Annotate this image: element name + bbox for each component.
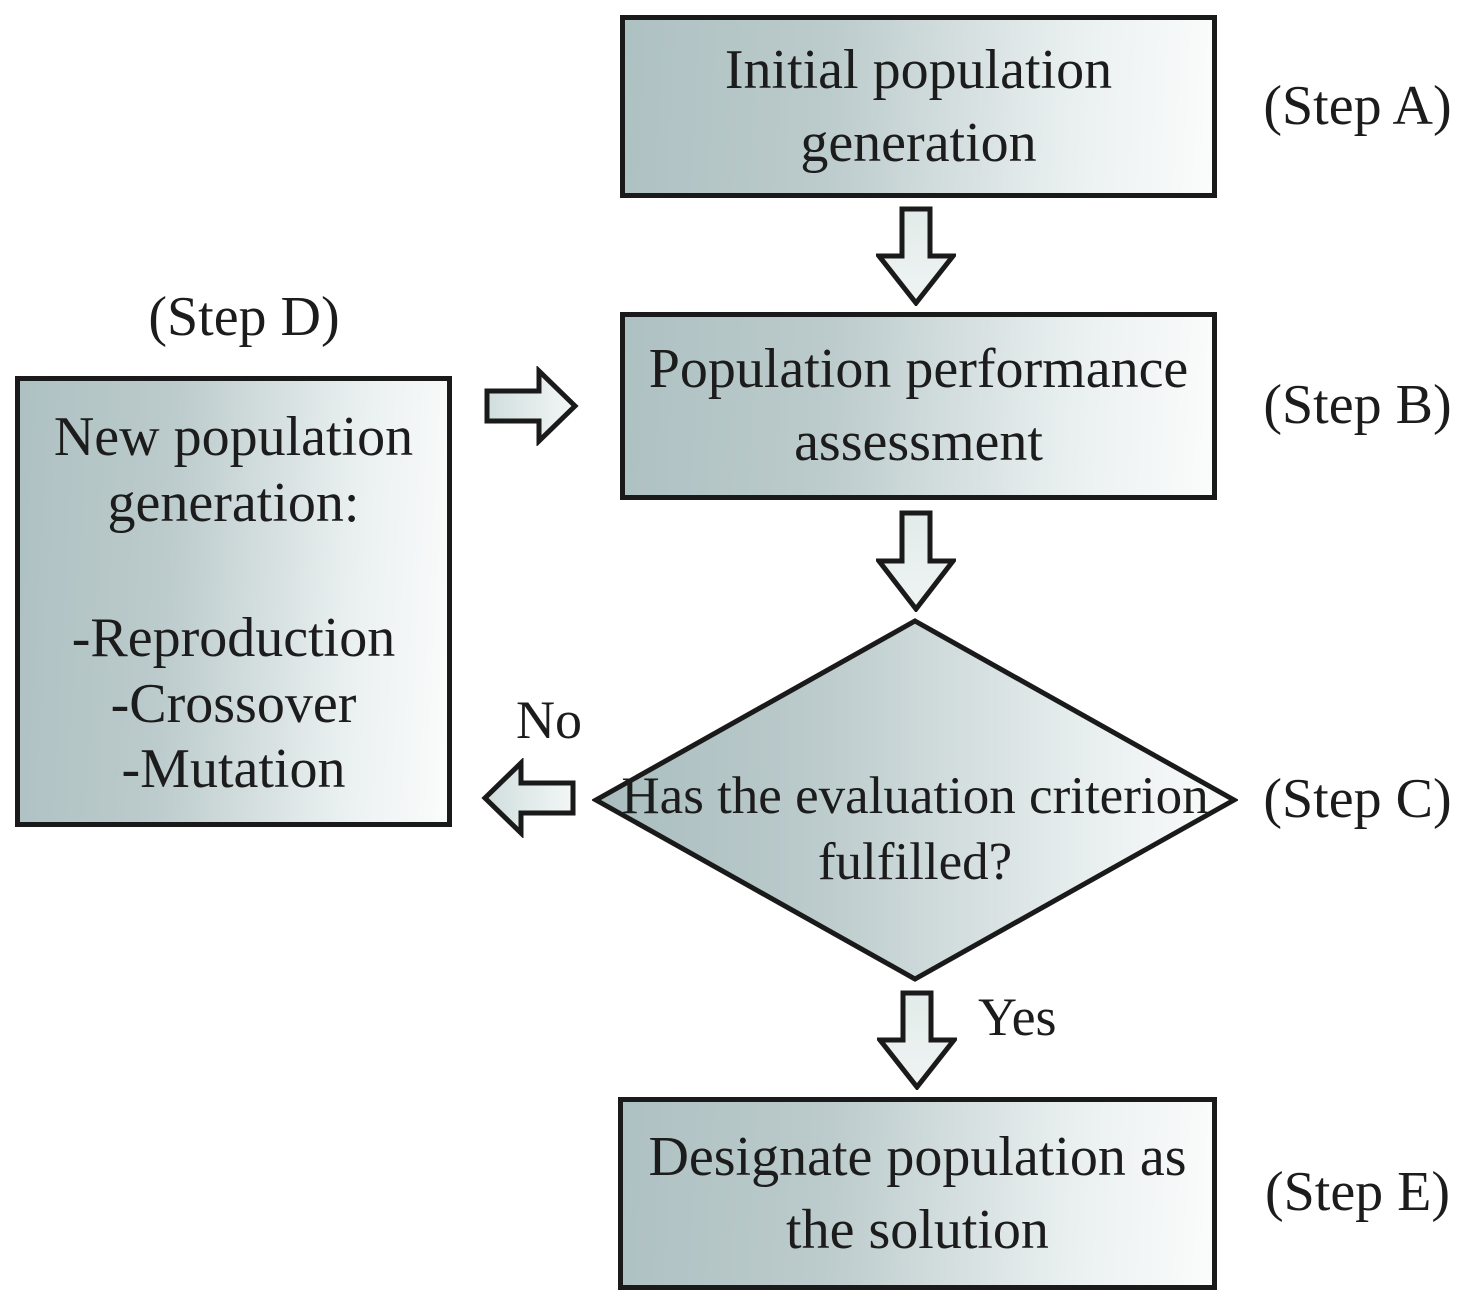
node-step-e-label: Designate population as the solution bbox=[648, 1125, 1187, 1261]
node-step-d-item: -Reproduction bbox=[71, 607, 396, 670]
node-step-e: Designate population as the solution bbox=[618, 1097, 1217, 1290]
step-a-tag: (Step A) bbox=[1263, 75, 1452, 137]
decision-step-c-label-line2: fulfilled? bbox=[817, 833, 1013, 891]
node-step-a-label: Initial population generation bbox=[724, 38, 1113, 174]
step-b-tag: (Step B) bbox=[1263, 374, 1452, 436]
node-step-d-items: -Reproduction -Crossover -Mutation bbox=[72, 606, 395, 803]
down-arrow-icon-a-to-b bbox=[876, 206, 956, 306]
node-step-d-title: New population generation: bbox=[53, 406, 414, 534]
step-d-tag: (Step D) bbox=[148, 286, 340, 348]
node-step-d-item: -Mutation bbox=[121, 738, 346, 801]
node-step-b-label: Population performance assessment bbox=[648, 338, 1189, 473]
node-step-b: Population performance assessment bbox=[620, 312, 1217, 500]
node-step-d-item: -Crossover bbox=[110, 672, 357, 735]
node-step-a: Initial population generation bbox=[620, 15, 1217, 198]
decision-step-c-diamond bbox=[592, 618, 1238, 982]
down-arrow-icon-b-to-c bbox=[876, 510, 956, 612]
no-label: No bbox=[516, 690, 582, 750]
down-arrow-icon-c-to-e bbox=[877, 990, 957, 1090]
decision-step-c-label: Has the evaluation criterion fulfilled? bbox=[597, 622, 1233, 978]
right-arrow-icon-d-to-b bbox=[484, 366, 579, 446]
left-arrow-icon-c-to-d bbox=[481, 758, 576, 838]
step-e-tag: (Step E) bbox=[1264, 1161, 1451, 1223]
step-c-tag: (Step C) bbox=[1263, 768, 1452, 830]
node-step-d: New population generation: -Reproduction… bbox=[15, 376, 452, 827]
decision-step-c-label-line1: Has the evaluation criterion bbox=[621, 767, 1209, 826]
yes-label: Yes bbox=[978, 987, 1057, 1047]
